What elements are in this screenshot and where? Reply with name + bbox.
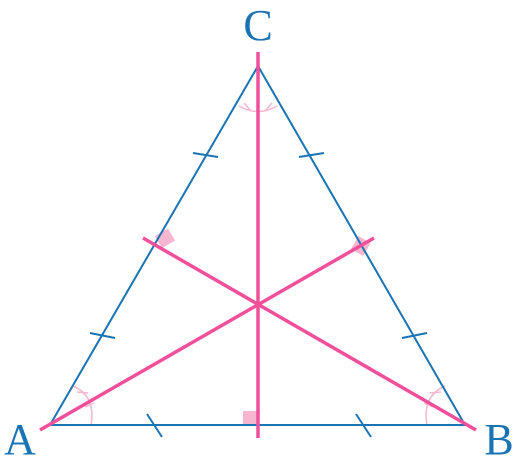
vertex-label-b: B — [484, 415, 513, 464]
tick-ac-upper — [192, 152, 219, 158]
vertex-label-c: C — [243, 1, 272, 50]
angle-tick-a-upper — [76, 391, 89, 394]
tick-bc-lower — [401, 332, 428, 339]
angle-tick-a-lower — [84, 402, 95, 408]
concurrent-lines — [39, 52, 477, 438]
right-angle-mark-ab — [243, 411, 258, 425]
tick-bc-upper — [298, 152, 325, 158]
angle-tick-b-upper — [429, 391, 442, 394]
tick-ab-left — [146, 413, 163, 438]
angle-tick-c-right — [264, 102, 273, 112]
line-from-a — [39, 236, 375, 432]
equal-length-ticks — [89, 152, 428, 438]
angle-tick-c-left — [243, 102, 252, 112]
tick-ac-lower — [89, 332, 116, 339]
line-from-b — [142, 236, 477, 432]
angle-marks — [72, 102, 446, 426]
vertex-label-a: A — [4, 415, 36, 464]
angle-arc-b — [425, 385, 446, 426]
tick-ab-right — [355, 413, 372, 438]
